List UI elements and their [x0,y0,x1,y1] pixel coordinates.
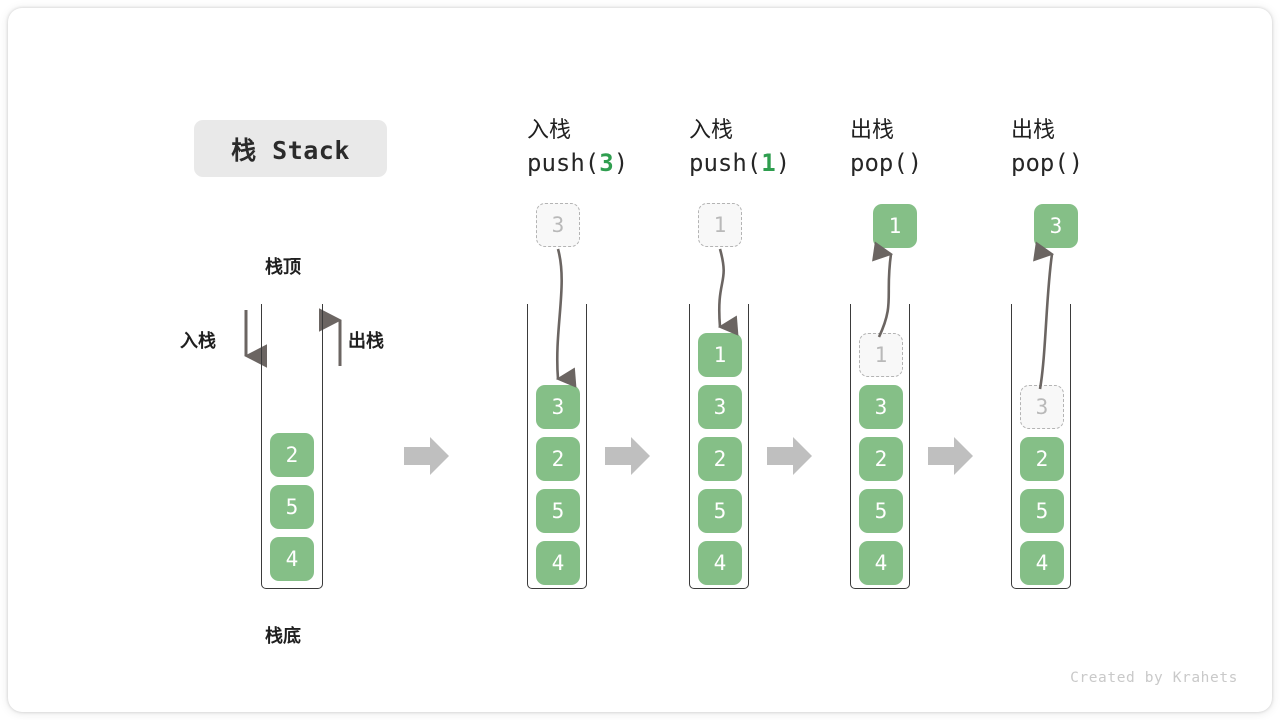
column-1-operation-code: push(3) [527,146,717,180]
code-prefix: pop( [850,149,908,177]
page-title: 栈 Stack [194,120,387,177]
column-4-stack-box-3: 3 [1020,385,1064,429]
column-3-stack-box-3: 3 [859,385,903,429]
column-1-stack-container [527,304,587,589]
column-4-motion-arrow-icon [1033,241,1055,390]
left-stack-box-4: 4 [270,537,314,581]
column-2-stack-box-5: 5 [698,489,742,533]
code-suffix: ) [1068,149,1084,177]
column-2-operation-label: 入栈 [689,118,734,143]
step-connector-arrow-icon [404,437,449,475]
column-4-stack-container [1011,304,1071,589]
column-1-stack-box-4: 4 [536,541,580,585]
column-3-stack-box-5: 5 [859,489,903,533]
column-4-floating-box-3: 3 [1034,204,1078,248]
code-prefix: push( [689,149,762,177]
column-2-motion-arrow-icon [717,248,739,336]
step-connector-arrow-icon [928,437,973,475]
code-suffix: ) [613,149,629,177]
column-2-stack-box-3: 3 [698,385,742,429]
left-stack-container [261,304,323,589]
column-1-operation-label: 入栈 [527,118,572,143]
column-4-header: 出栈 pop() [1011,116,1201,180]
column-1-stack-box-3: 3 [536,385,580,429]
step-connector-arrow-icon [605,437,650,475]
code-prefix: push( [527,149,600,177]
column-3-stack-box-4: 4 [859,541,903,585]
stack-bottom-label: 栈底 [265,626,301,647]
left-stack-box-2: 2 [270,433,314,477]
left-pop-label: 出栈 [348,331,384,352]
column-3-stack-box-2: 2 [859,437,903,481]
column-3-operation-label: 出栈 [850,118,895,143]
column-3-stack-container [850,304,910,589]
column-3-header: 出栈 pop() [850,116,1040,180]
column-4-stack-box-4: 4 [1020,541,1064,585]
stack-top-label: 栈顶 [265,257,301,278]
step-connector-arrow-icon [767,437,812,475]
column-1-stack-box-5: 5 [536,489,580,533]
column-2-header: 入栈 push(1) [689,116,879,180]
column-2-stack-box-1: 1 [698,333,742,377]
column-3-motion-arrow-icon [872,241,894,338]
column-4-stack-box-5: 5 [1020,489,1064,533]
column-2-operation-code: push(1) [689,146,879,180]
column-3-stack-box-1: 1 [859,333,903,377]
left-push-label: 入栈 [180,331,216,352]
column-4-operation-label: 出栈 [1011,118,1056,143]
push-direction-arrow-icon [244,310,267,368]
code-suffix: ) [907,149,923,177]
column-1-motion-arrow-icon [555,248,577,388]
column-2-stack-container [689,304,749,589]
credit-text: Created by Krahets [1070,670,1238,686]
column-1-stack-box-2: 2 [536,437,580,481]
code-prefix: pop( [1011,149,1069,177]
column-1-header: 入栈 push(3) [527,116,717,180]
code-argument: 1 [761,149,776,177]
column-2-stack-box-2: 2 [698,437,742,481]
column-2-floating-box-1: 1 [698,203,742,247]
column-2-stack-box-4: 4 [698,541,742,585]
left-stack-box-5: 5 [270,485,314,529]
code-suffix: ) [775,149,791,177]
column-3-floating-box-1: 1 [873,204,917,248]
column-4-operation-code: pop() [1011,146,1201,180]
column-4-stack-box-2: 2 [1020,437,1064,481]
pop-direction-arrow-icon [319,308,342,366]
column-3-operation-code: pop() [850,146,1040,180]
code-argument: 3 [599,149,614,177]
column-1-floating-box-3: 3 [536,203,580,247]
